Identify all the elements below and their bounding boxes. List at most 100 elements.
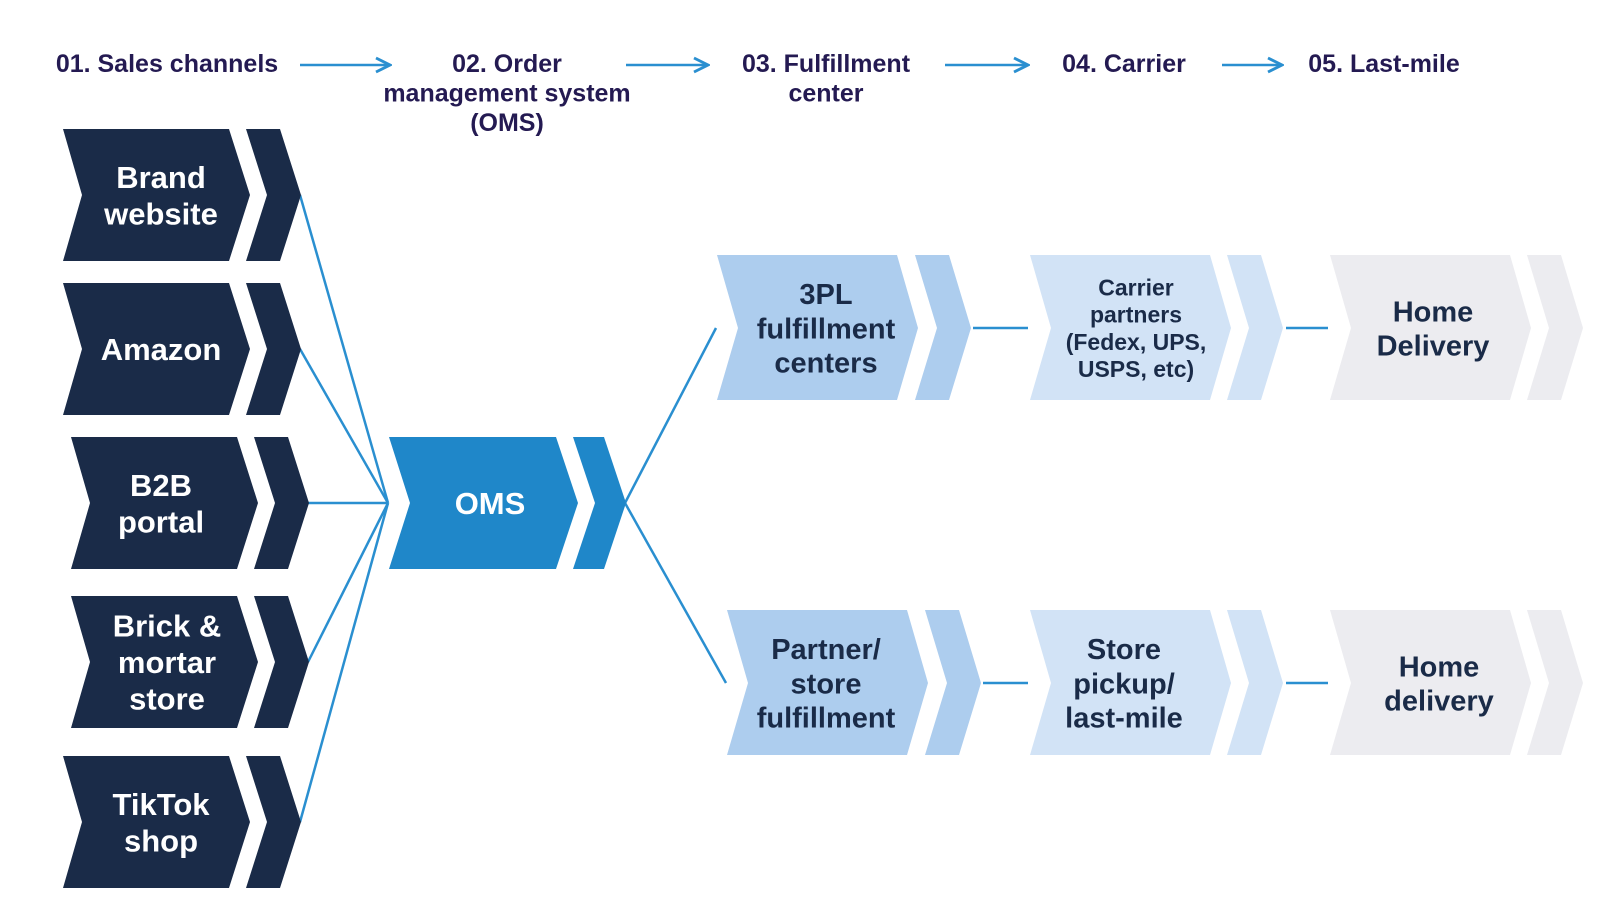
- oms-label: OMS: [455, 486, 526, 521]
- label-line: 01. Sales channels: [56, 50, 278, 78]
- connector-brick-mortar-oms: [306, 502, 390, 663]
- label-line: mortar: [118, 645, 216, 680]
- label-line: 04. Carrier: [1062, 50, 1186, 78]
- label-line: 02. Order: [452, 50, 562, 78]
- label-line: 03. Fulfillment: [742, 50, 911, 78]
- label-line: USPS, etc): [1078, 356, 1194, 382]
- connector-lines: [298, 194, 1328, 823]
- label-line: Store: [1087, 634, 1161, 666]
- connector-amazon-oms: [298, 348, 390, 504]
- label-line: management system: [383, 80, 630, 108]
- label-line: Delivery: [1377, 331, 1490, 363]
- label-line: shop: [124, 824, 198, 859]
- chevron-shape: [1030, 610, 1231, 755]
- channel-amazon-label: Amazon: [101, 332, 222, 367]
- label-line: store: [129, 682, 205, 717]
- label-line: pickup/: [1073, 668, 1175, 700]
- chevron-tail: [1527, 610, 1583, 755]
- label-line: Home: [1393, 296, 1474, 328]
- chevron-shape: [71, 437, 258, 569]
- chevron-shape: [1330, 255, 1531, 400]
- oms-node: OMS: [389, 437, 626, 569]
- label-line: 05. Last-mile: [1308, 50, 1460, 78]
- label-line: Partner/: [771, 634, 881, 666]
- label-line: website: [103, 196, 218, 231]
- label-line: (OMS): [470, 109, 544, 137]
- label-line: centers: [774, 348, 877, 380]
- label-line: Brick &: [113, 609, 222, 644]
- stage-header-sales-channels: 01. Sales channels: [56, 50, 278, 78]
- chevron-tail: [254, 596, 309, 728]
- chevron-tail: [254, 437, 309, 569]
- chevron-tail: [246, 283, 301, 415]
- chevron-shape: [717, 255, 918, 400]
- connector-oms-3pl: [623, 327, 718, 504]
- chevron-tail: [246, 756, 301, 888]
- label-line: Brand: [116, 160, 206, 195]
- connector-tiktok-shop-oms: [298, 502, 390, 823]
- chevron-tail: [1227, 255, 1283, 400]
- chevron-shape: [63, 283, 250, 415]
- label-line: fulfillment: [757, 703, 896, 735]
- stage-header-carrier: 04. Carrier: [1062, 50, 1186, 78]
- label-line: OMS: [455, 486, 526, 521]
- chevron-shape: [1030, 255, 1231, 400]
- label-line: store: [791, 668, 862, 700]
- label-line: Home: [1399, 651, 1480, 683]
- label-line: (Fedex, UPS,: [1066, 329, 1207, 355]
- chevron-tail: [915, 255, 971, 400]
- chevron-shape: [727, 610, 928, 755]
- chevron-tail: [1227, 610, 1283, 755]
- label-line: delivery: [1384, 686, 1494, 718]
- stage-header-last-mile: 05. Last-mile: [1308, 50, 1460, 78]
- label-line: Carrier: [1098, 275, 1173, 301]
- channel-amazon: Amazon: [63, 283, 301, 415]
- chevron-shape: [63, 129, 250, 261]
- label-line: B2B: [130, 468, 192, 503]
- label-line: fulfillment: [757, 313, 896, 345]
- label-line: portal: [118, 505, 204, 540]
- label-line: center: [788, 80, 863, 108]
- chevron-shape: [71, 596, 258, 728]
- label-line: 3PL: [799, 279, 852, 311]
- label-line: Amazon: [101, 332, 222, 367]
- label-line: partners: [1090, 302, 1182, 328]
- connector-brand-website-oms: [298, 194, 390, 504]
- label-line: TikTok: [112, 787, 210, 822]
- chevron-tail: [573, 437, 626, 569]
- label-line: last-mile: [1065, 703, 1183, 735]
- chevron-shape: [63, 756, 250, 888]
- chevron-tail: [246, 129, 301, 261]
- chevron-tail: [925, 610, 981, 755]
- chevron-shape: [1330, 610, 1531, 755]
- connector-oms-partner-store: [623, 502, 728, 684]
- chevron-shape: [389, 437, 578, 569]
